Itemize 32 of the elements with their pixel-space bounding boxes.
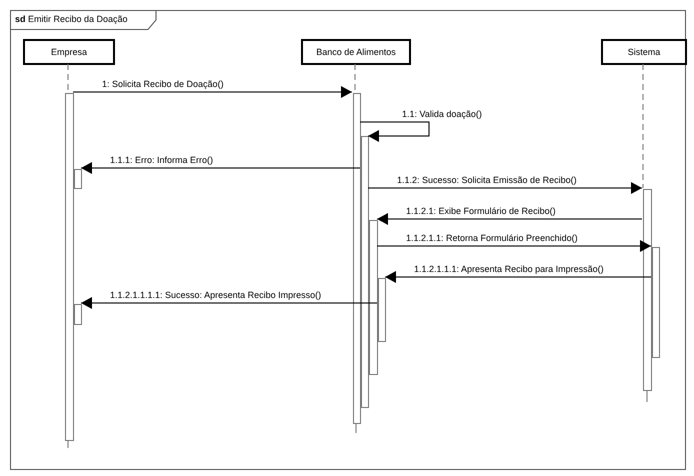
activation-bar <box>65 93 74 441</box>
message-arrow <box>80 297 378 309</box>
lifeline <box>354 64 356 92</box>
message-label: 1.1.2.1.1.1: Apresenta Recibo para Impressão() <box>414 264 604 275</box>
activation-bar <box>652 247 660 358</box>
message-label: 1.1.2.1: Exibe Formulário de Recibo() <box>406 206 556 217</box>
message-arrow <box>80 162 360 174</box>
lifeline-head: Sistema <box>601 39 687 65</box>
activation-bar <box>353 93 361 424</box>
message-label: 1.1.1: Erro: Informa Erro() <box>110 155 214 166</box>
message-arrow <box>360 122 430 142</box>
activation-bar <box>361 136 369 408</box>
lifeline-head: Empresa <box>23 39 115 65</box>
message-arrow <box>376 240 652 252</box>
message-label: 1.1.2.1.1: Retorna Formulário Preenchido() <box>406 233 578 244</box>
message-label: 1.1.2.1.1.1.1: Sucesso: Apresenta Recibo Impresso() <box>110 290 322 301</box>
activation-bar <box>74 169 82 189</box>
activation-bar <box>378 278 386 342</box>
message-label: 1.1: Valida doação() <box>402 109 482 120</box>
message-arrow <box>376 213 642 225</box>
lifeline-head: Banco de Alimentos <box>301 39 411 65</box>
message-arrow <box>384 271 652 283</box>
frame-title: sd Emitir Recibo da Doação <box>15 14 128 25</box>
activation-bar <box>369 220 378 375</box>
activation-bar <box>643 189 652 391</box>
message-label: 1: Solicita Recibo de Doação() <box>102 79 224 90</box>
message-label: 1.1.2: Sucesso: Solicita Emissão de Recibo() <box>397 175 577 186</box>
activation-bar <box>74 304 82 325</box>
lifeline <box>642 64 644 188</box>
message-arrow <box>72 86 352 98</box>
message-arrow <box>368 182 642 194</box>
sequence-frame <box>10 10 686 470</box>
